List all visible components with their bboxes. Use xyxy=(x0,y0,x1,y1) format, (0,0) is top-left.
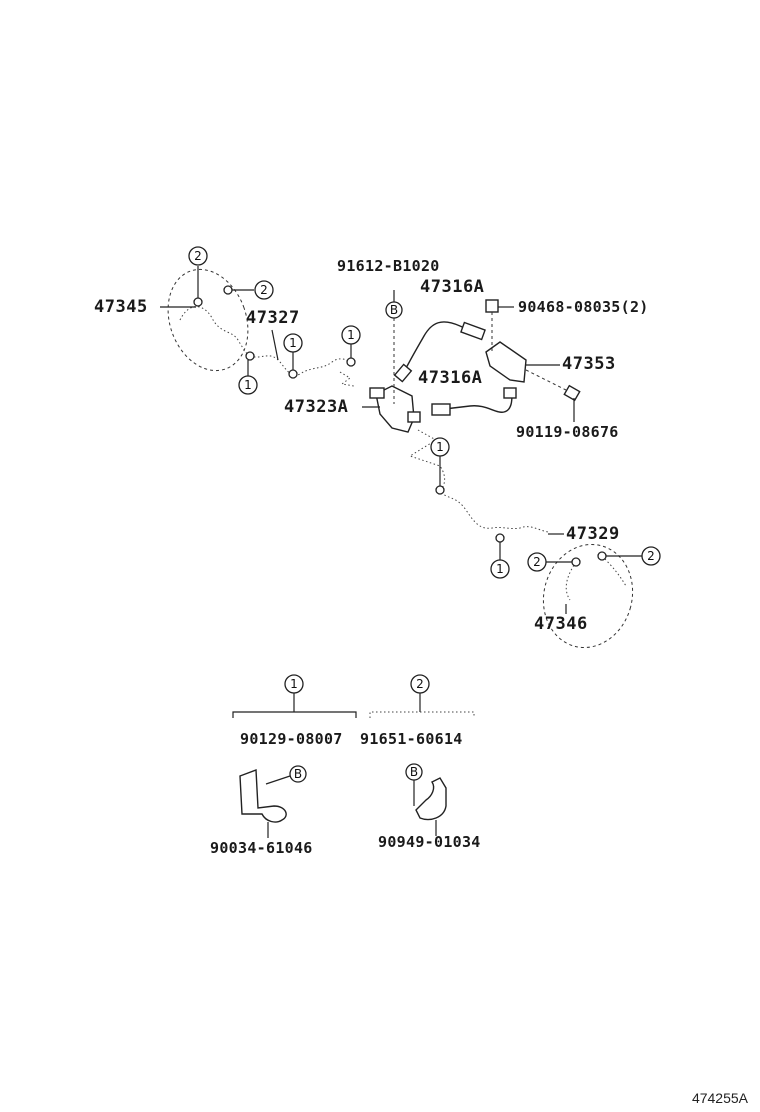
callout-2: 2 xyxy=(527,552,547,572)
hose-fitting xyxy=(431,403,451,416)
part-label-91612-b1020: 91612-B1020 xyxy=(337,257,440,275)
part-label-91651-60614: 91651-60614 xyxy=(360,730,463,748)
hose-fitting xyxy=(393,363,413,383)
clip-point xyxy=(223,285,233,295)
svg-text:1: 1 xyxy=(244,378,252,392)
rear-brake-branch xyxy=(601,555,627,587)
hose-fitting xyxy=(460,321,486,341)
callout-1: 1 xyxy=(283,333,303,353)
hose-47316a-lower xyxy=(435,393,513,413)
callout-b: B xyxy=(385,301,403,319)
clip-point xyxy=(346,357,356,367)
svg-text:1: 1 xyxy=(496,562,504,576)
part-label-47327: 47327 xyxy=(246,308,300,328)
clip-90468 xyxy=(485,299,499,313)
hose-fitting xyxy=(503,387,517,399)
part-label-47316a-upper: 47316A xyxy=(420,277,485,297)
part-label-90949-01034: 90949-01034 xyxy=(378,833,481,851)
callout-b: B xyxy=(405,763,423,781)
callout-1: 1 xyxy=(238,375,258,395)
clip-point xyxy=(288,369,298,379)
svg-text:2: 2 xyxy=(260,283,268,297)
callout-1: 1 xyxy=(284,674,304,694)
svg-text:B: B xyxy=(294,767,302,781)
svg-text:1: 1 xyxy=(290,677,298,691)
svg-text:1: 1 xyxy=(436,440,444,454)
clip-point xyxy=(435,485,445,495)
clip-point xyxy=(571,557,581,567)
part-label-47353: 47353 xyxy=(562,354,616,374)
part-label-47329: 47329 xyxy=(566,524,620,544)
svg-text:2: 2 xyxy=(647,549,655,563)
svg-text:2: 2 xyxy=(416,677,424,691)
part-label-47323a: 47323A xyxy=(284,397,349,417)
callout-2: 2 xyxy=(188,246,208,266)
part-label-90129-08007: 90129-08007 xyxy=(240,730,343,748)
brake-junction-47323a xyxy=(375,385,415,433)
clip-point xyxy=(245,351,255,361)
callout-b: B xyxy=(289,765,307,783)
bolt-90119 xyxy=(563,384,581,402)
clip-point xyxy=(193,297,203,307)
callout-2: 2 xyxy=(254,280,274,300)
bracket-47353 xyxy=(485,341,527,383)
part-label-90034-61046: 90034-61046 xyxy=(210,839,313,857)
svg-text:1: 1 xyxy=(347,328,355,342)
part-label-47346: 47346 xyxy=(534,614,588,634)
hose-47327-end xyxy=(339,371,355,387)
callout-1: 1 xyxy=(430,437,450,457)
svg-text:2: 2 xyxy=(194,249,202,263)
part-label-90119-08676: 90119-08676 xyxy=(516,423,619,441)
callout-2: 2 xyxy=(641,546,661,566)
svg-text:1: 1 xyxy=(289,336,297,350)
junction-fitting xyxy=(407,411,421,423)
callout-1: 1 xyxy=(490,559,510,579)
front-left-brake-line xyxy=(179,306,251,357)
rear-wheel-outline xyxy=(542,543,634,649)
clip-90034-61046 xyxy=(239,769,287,823)
hose-47327-line xyxy=(249,355,353,376)
callout-1: 1 xyxy=(341,325,361,345)
svg-text:2: 2 xyxy=(533,555,541,569)
front-left-wheel-outline xyxy=(167,268,249,372)
svg-text:B: B xyxy=(390,303,398,317)
clip-point xyxy=(597,551,607,561)
rear-brake-branch xyxy=(565,561,577,601)
hose-47316a-upper xyxy=(401,321,479,377)
part-label-90468-08035: 90468-08035(2) xyxy=(518,298,649,316)
clip-point xyxy=(495,533,505,543)
junction-fitting xyxy=(369,387,385,399)
svg-text:B: B xyxy=(410,765,418,779)
diagram-reference-code: 474255A xyxy=(691,1090,748,1106)
part-label-47345: 47345 xyxy=(94,297,148,317)
part-label-47316a-lower: 47316A xyxy=(418,368,483,388)
clip-90949-01034 xyxy=(415,777,447,821)
callout-2: 2 xyxy=(410,674,430,694)
rear-brake-line xyxy=(408,429,549,533)
